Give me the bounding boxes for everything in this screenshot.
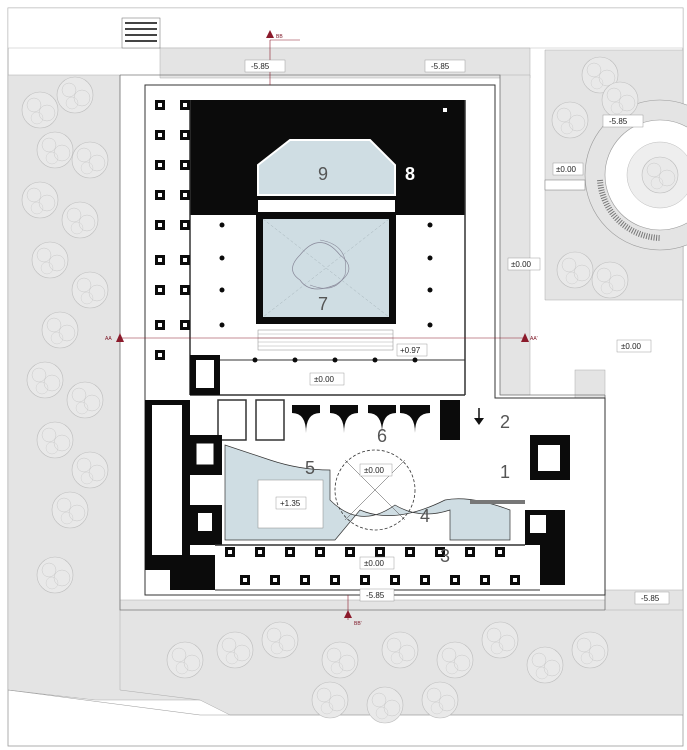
room-3: 3: [440, 546, 450, 566]
level-east-mid: ±0.00: [511, 260, 532, 269]
building: [144, 84, 606, 596]
room-8: 8: [405, 164, 415, 184]
pool-9: [257, 139, 396, 196]
section-marker-icon: [116, 30, 529, 618]
level-far-right-bottom: -5.85: [641, 594, 660, 603]
level-top-right: -5.85: [431, 62, 450, 71]
level-south-bottom: -5.85: [366, 591, 385, 600]
stair-icon: [257, 329, 394, 351]
level-south-portico: ±0.00: [364, 559, 385, 568]
level-rotunda: ±0.00: [364, 466, 385, 475]
room-4: 4: [420, 506, 430, 526]
level-top-left: -5.85: [251, 62, 270, 71]
stair-icon: [121, 17, 161, 49]
room-2: 2: [500, 412, 510, 432]
room-5: 5: [305, 458, 315, 478]
inner-columns: [219, 222, 433, 363]
room-7: 7: [318, 294, 328, 314]
level-labels: -5.85 -5.85 -5.85 ±0.00 ±0.00 ±0.00 +0.9…: [244, 59, 670, 605]
level-east-ground: ±0.00: [621, 342, 642, 351]
room-6: 6: [377, 426, 387, 446]
section-label-east: AA': [530, 336, 538, 342]
room-9: 9: [318, 164, 328, 184]
section-label-north: BB: [276, 34, 283, 40]
level-hall-north: ±0.00: [314, 375, 335, 384]
section-label-west: AA: [105, 336, 112, 342]
arcade: [292, 405, 430, 433]
room-numbers: 1 2 3 4 5 6 7 8 9: [305, 164, 510, 566]
level-right-plaza: -5.85: [609, 117, 628, 126]
rotunda: [334, 449, 416, 531]
level-raised-floor: +1.35: [280, 499, 301, 508]
entrance-arrow-icon: [474, 408, 484, 425]
level-court-step: +0.97: [400, 346, 421, 355]
room-1: 1: [500, 462, 510, 482]
section-label-south: BB': [354, 621, 362, 627]
level-right-entry: ±0.00: [556, 165, 577, 174]
